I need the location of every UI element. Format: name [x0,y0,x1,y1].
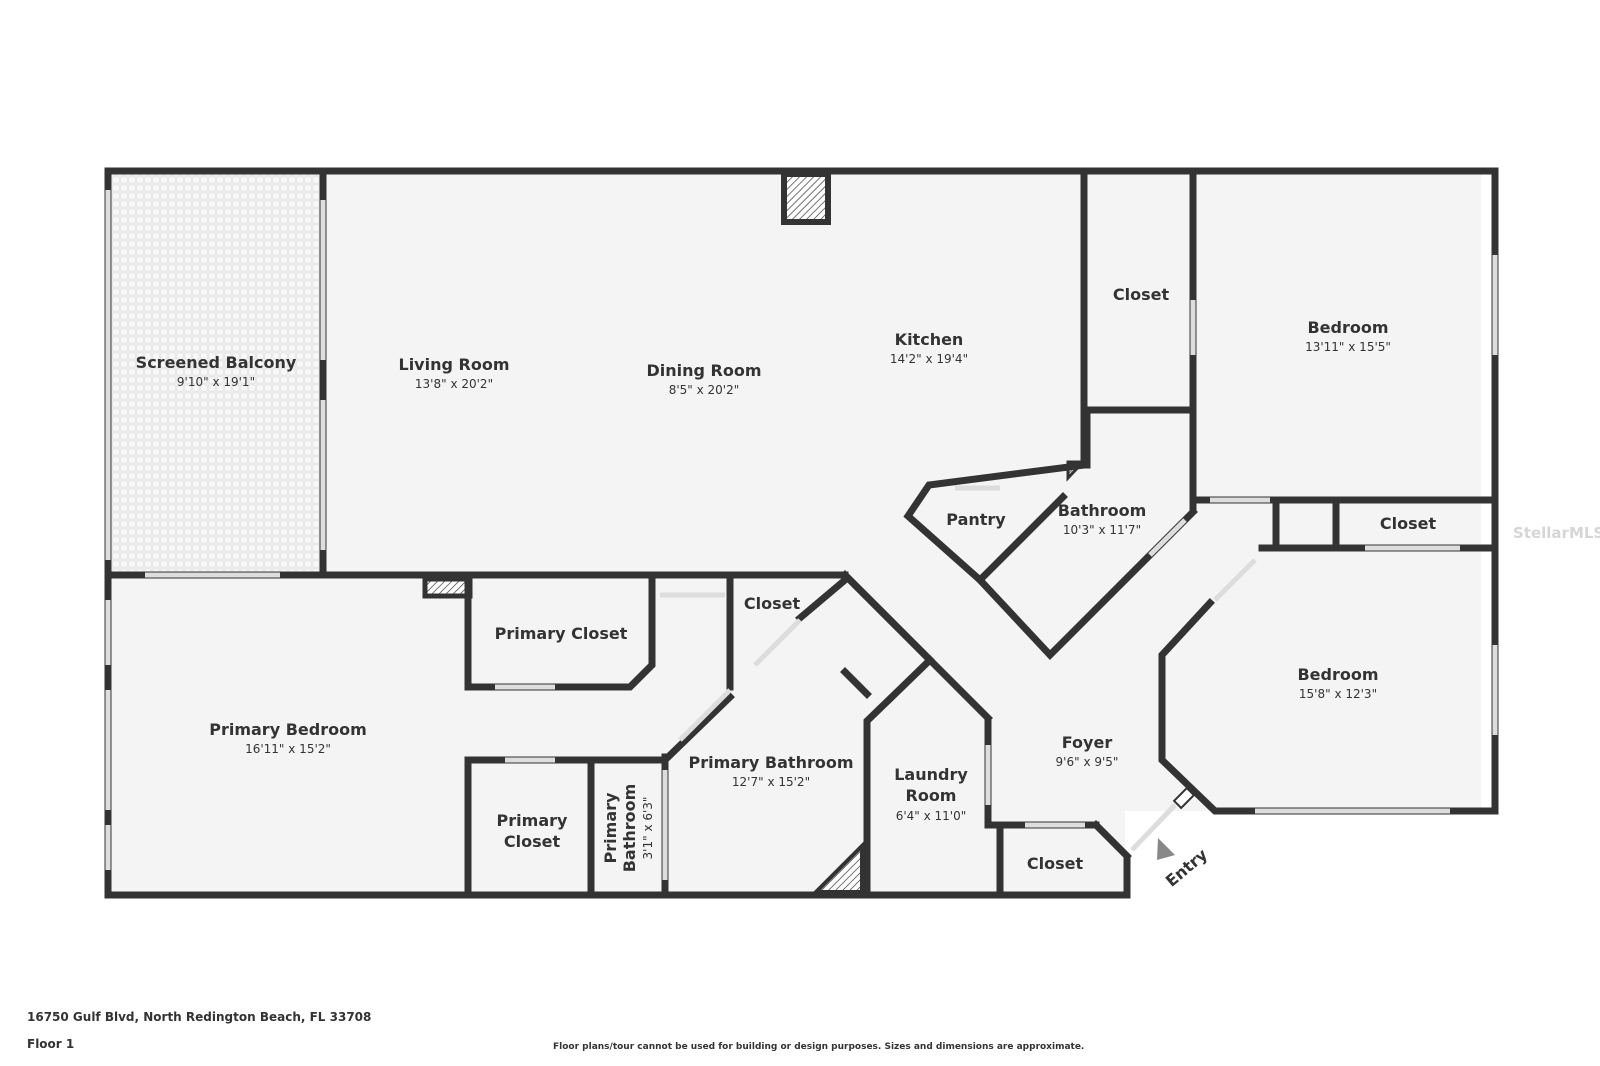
room-name-closet-bottom: Closet [1027,854,1084,873]
room-name-bedroom-se: Bedroom [1297,665,1378,684]
balcony-floor-pattern [112,175,321,571]
room-dim-bathroom: 10'3" x 11'7" [1063,523,1141,537]
floor-label: Floor 1 [27,1037,75,1051]
entry-arrow-icon [1157,838,1175,860]
room-dim-dining-room: 8'5" x 20'2" [669,383,740,397]
room-name-kitchen: Kitchen [895,330,964,349]
room-name-foyer: Foyer [1062,733,1113,752]
room-name-primary-bedroom: Primary Bedroom [209,720,367,739]
entry-door [1172,786,1196,810]
room-name-closet-right: Closet [1380,514,1437,533]
room-name-bedroom-ne: Bedroom [1307,318,1388,337]
chimney-block [781,171,831,225]
room-dim-laundry: 6'4" x 11'0" [896,809,967,823]
room-dim-kitchen: 14'2" x 19'4" [890,352,968,366]
room-name-bathroom: Bathroom [1058,501,1147,520]
room-dim-primary-bathroom-small: 3'1" x 6'3" [641,797,655,860]
room-name-dining-room: Dining Room [646,361,761,380]
room-name-closet-mid: Closet [744,594,801,613]
room-name-laundry-line2: Room [906,786,957,805]
room-name-primary-closet-lower-line2: Closet [504,832,561,851]
room-name-laundry-line1: Laundry [894,765,968,784]
room-dim-primary-bedroom: 16'11" x 15'2" [245,742,331,756]
watermark: StellarMLS [1513,524,1600,542]
room-dim-bedroom-ne: 13'11" x 15'5" [1305,340,1391,354]
room-dim-foyer: 9'6" x 9'5" [1056,755,1119,769]
room-name-closet-top: Closet [1113,285,1170,304]
address-label: 16750 Gulf Blvd, North Redington Beach, … [27,1010,372,1024]
room-name-primary-closet-lower-line1: Primary [497,811,568,830]
floor-area [108,171,1481,895]
room-name-primary-closet-upper: Primary Closet [495,624,628,643]
room-name-primary-bathroom-small-line2: Bathroom [620,784,639,873]
room-name-living-room: Living Room [399,355,510,374]
room-name-screened-balcony: Screened Balcony [136,353,297,372]
room-dim-screened-balcony: 9'10" x 19'1" [177,375,255,389]
room-name-primary-bathroom: Primary Bathroom [688,753,853,772]
room-name-pantry: Pantry [946,510,1006,529]
room-dim-primary-bathroom: 12'7" x 15'2" [732,775,810,789]
room-name-primary-bathroom-small-line1: Primary [601,792,620,863]
column-block [422,576,473,599]
room-dim-living-room: 13'8" x 20'2" [415,377,493,391]
disclaimer-text: Floor plans/tour cannot be used for buil… [553,1042,1085,1052]
room-dim-bedroom-se: 15'8" x 12'3" [1299,687,1377,701]
windows [105,190,1498,880]
